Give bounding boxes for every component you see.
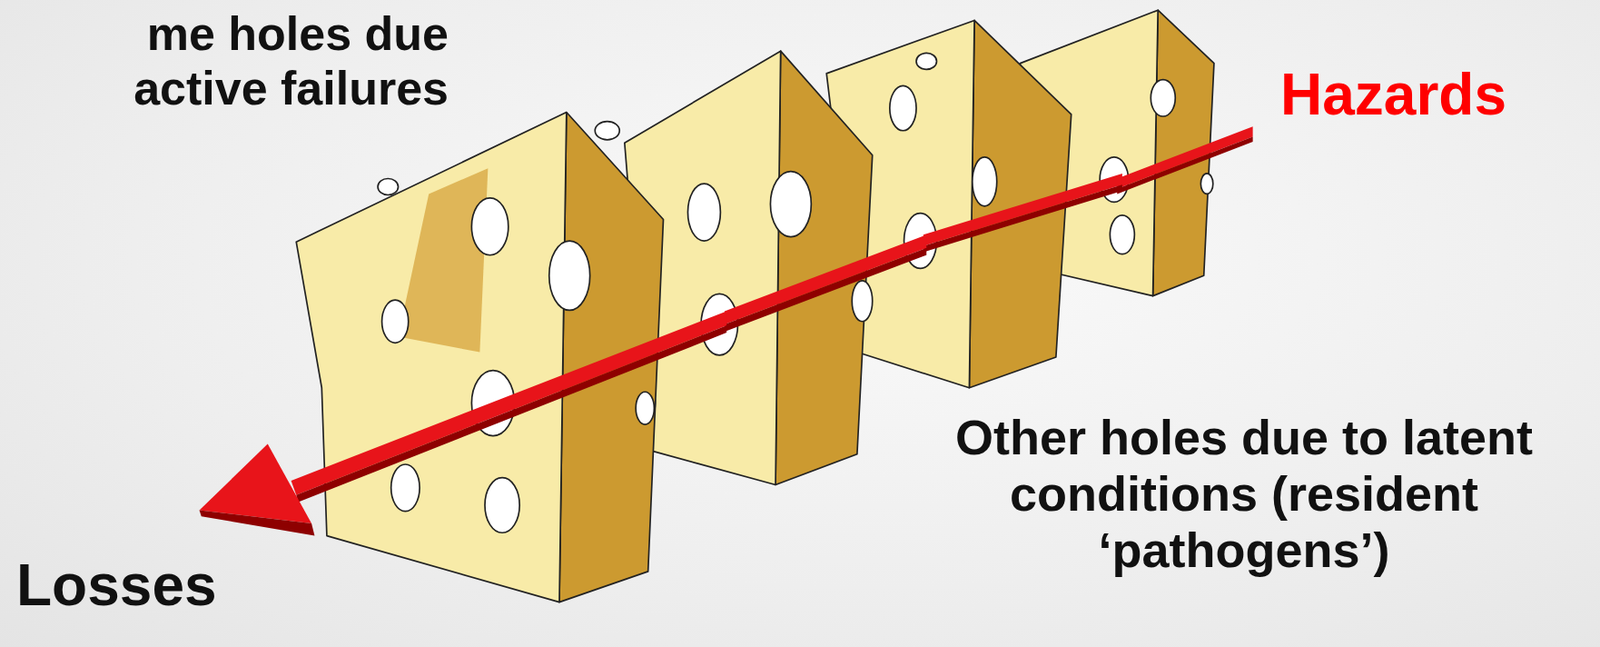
hazard-arrow: [199, 311, 728, 536]
hazard-arrow: [1116, 126, 1253, 194]
latent-conditions-label: Other holes due to latent conditions (re…: [908, 408, 1581, 578]
losses-label: Losses: [16, 552, 289, 620]
hazard-arrow: [923, 173, 1123, 252]
active-failures-label: me holes due active failures: [7, 7, 449, 117]
hazards-label: Hazards: [1280, 61, 1590, 129]
cheese-slice: [296, 112, 663, 603]
hazard-arrow: [724, 234, 927, 332]
